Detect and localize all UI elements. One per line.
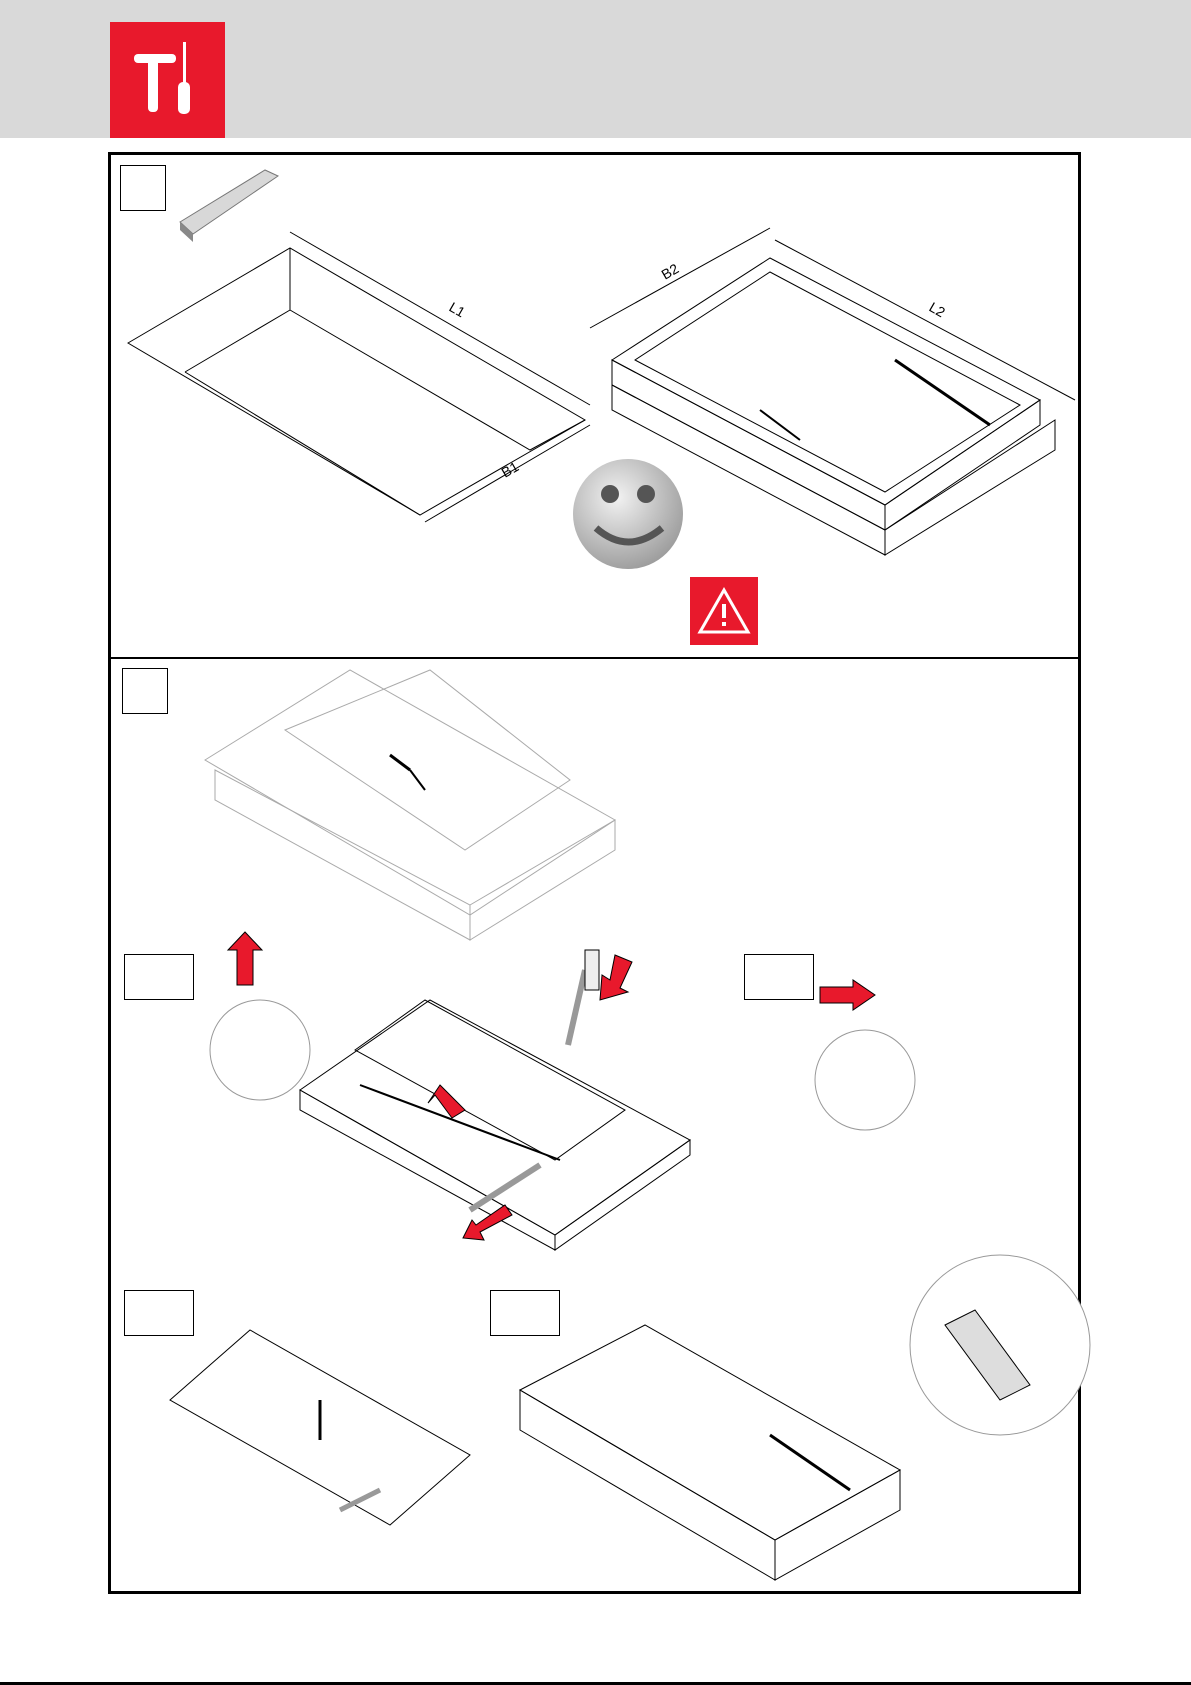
arrow-up-icon <box>427 1084 466 1119</box>
frame-with-handle-drawing <box>518 1254 1091 1581</box>
dim-label-l2: L2 <box>927 299 949 321</box>
arrow-right-icon <box>819 979 876 1011</box>
arrow-down-icon <box>599 954 633 1001</box>
page-bottom-rule <box>0 1682 1191 1685</box>
instruction-frame <box>108 152 1081 1594</box>
ladder-removed-drawing <box>169 1329 471 1526</box>
hammer-screwdriver-icon <box>110 22 225 138</box>
dim-label-b2: B2 <box>659 260 682 283</box>
warning-icon <box>690 577 758 645</box>
step-box-2 <box>122 668 168 714</box>
arrow-down-icon <box>462 1204 513 1241</box>
ladder-unfolding-drawing <box>209 949 916 1251</box>
step-box-2b <box>744 954 814 1000</box>
step-box-1 <box>120 165 166 211</box>
folding-ruler-icon <box>179 169 280 242</box>
ladder-in-frame-drawing <box>204 669 616 941</box>
arrow-up-icon <box>226 931 264 986</box>
attic-frame-drawing <box>589 227 1076 556</box>
step-box-2a <box>124 954 194 1000</box>
dim-label-l1: L1 <box>447 299 469 321</box>
smiley-icon <box>573 459 683 569</box>
ceiling-opening-drawing <box>127 231 591 523</box>
dim-label-b1: B1 <box>499 458 522 481</box>
step-box-2d <box>490 1290 560 1336</box>
step-box-2c <box>124 1290 194 1336</box>
panel-divider <box>108 657 1081 659</box>
